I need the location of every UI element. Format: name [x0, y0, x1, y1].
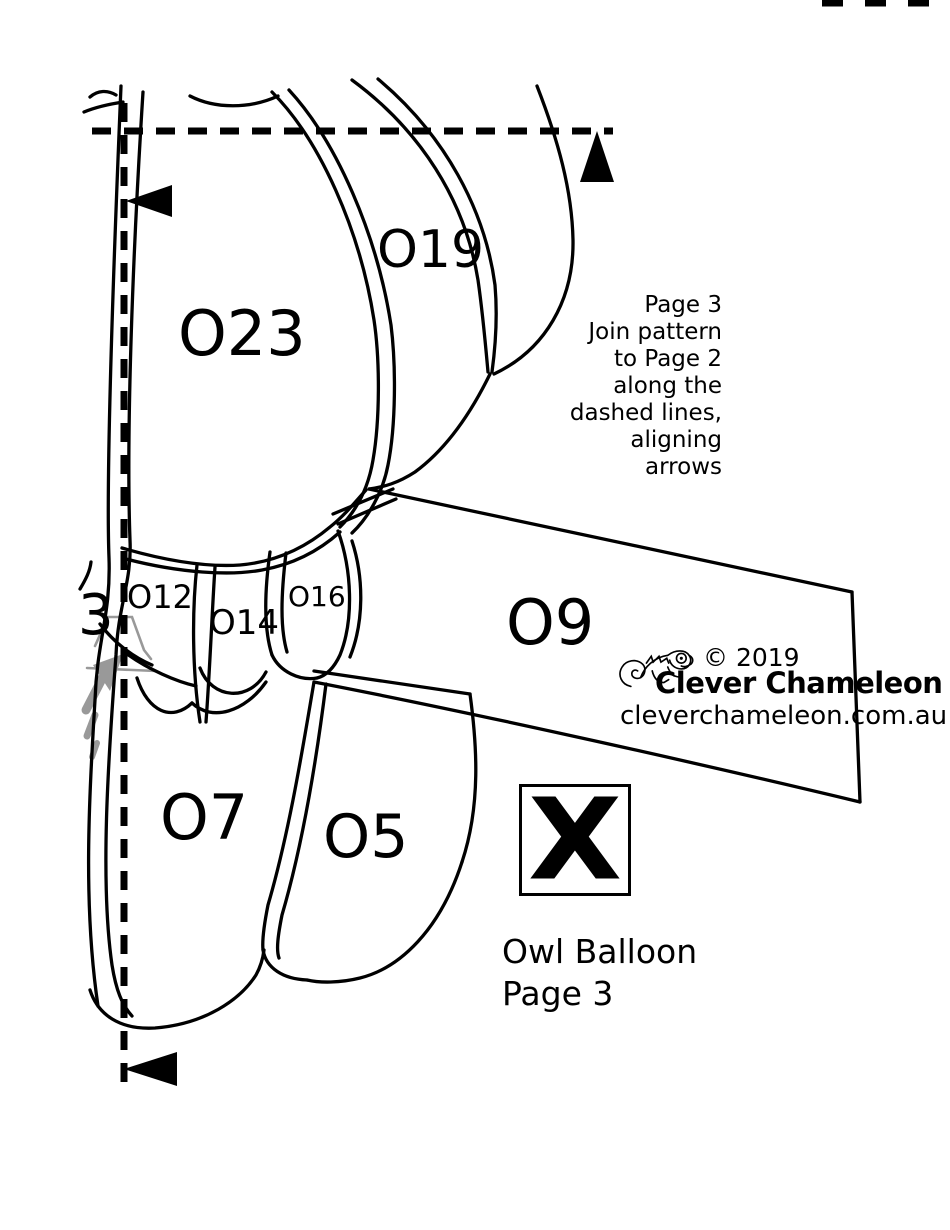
o5-top-edge	[312, 669, 472, 696]
o9-top-edge	[367, 487, 854, 594]
piece-label-o5: O5	[323, 802, 409, 872]
piece-label-o9: O9	[506, 586, 595, 659]
piece-label-o12: O12	[127, 578, 193, 616]
join-note-line: along the	[613, 373, 722, 399]
o5-right-edge	[460, 692, 478, 864]
up-arrow-marker	[580, 131, 614, 182]
chameleon-icon	[619, 650, 694, 688]
o5-bottom-edge	[305, 860, 464, 984]
join-note-line: dashed lines,	[569, 400, 722, 426]
piece-label-o14: O14	[209, 603, 280, 643]
left-arrow-marker-top	[126, 185, 172, 217]
join-note-line: Page 3	[644, 292, 722, 318]
brand-name: Clever Chameleon	[655, 666, 943, 700]
piece-label-o16: O16	[288, 580, 346, 613]
piece-label-o7: O7	[160, 781, 249, 854]
join-note-line: arrows	[645, 454, 722, 480]
o9-bottom-edge	[312, 680, 862, 804]
page-number: Page 3	[502, 974, 614, 1013]
left-edge-inner	[104, 90, 145, 1018]
join-note-line: Join pattern	[588, 319, 722, 345]
registration-x-glyph: X	[527, 774, 623, 906]
left-edge-outer	[86, 84, 123, 1008]
pattern-curves	[78, 77, 862, 1030]
piece-label-partial: 3	[78, 583, 114, 648]
join-note-line: aligning	[630, 427, 722, 453]
pattern-title: Owl Balloon	[502, 932, 698, 971]
join-instructions: Page 3 Join pattern to Page 2 along the …	[570, 292, 722, 481]
piece-label-o19: O19	[377, 220, 485, 280]
footer-title-block: Owl Balloon Page 3	[502, 931, 697, 1015]
piece-label-o23: O23	[178, 297, 306, 370]
o9-right-edge	[850, 590, 862, 804]
left-arrow-marker-bottom	[124, 1052, 177, 1086]
join-note-line: to Page 2	[613, 346, 722, 372]
registration-x-box: X	[519, 784, 631, 896]
brand-website: cleverchameleon.com.au	[620, 701, 948, 731]
o7-bottom-edge	[88, 948, 266, 1030]
copyright-text: © 2019	[703, 643, 800, 672]
